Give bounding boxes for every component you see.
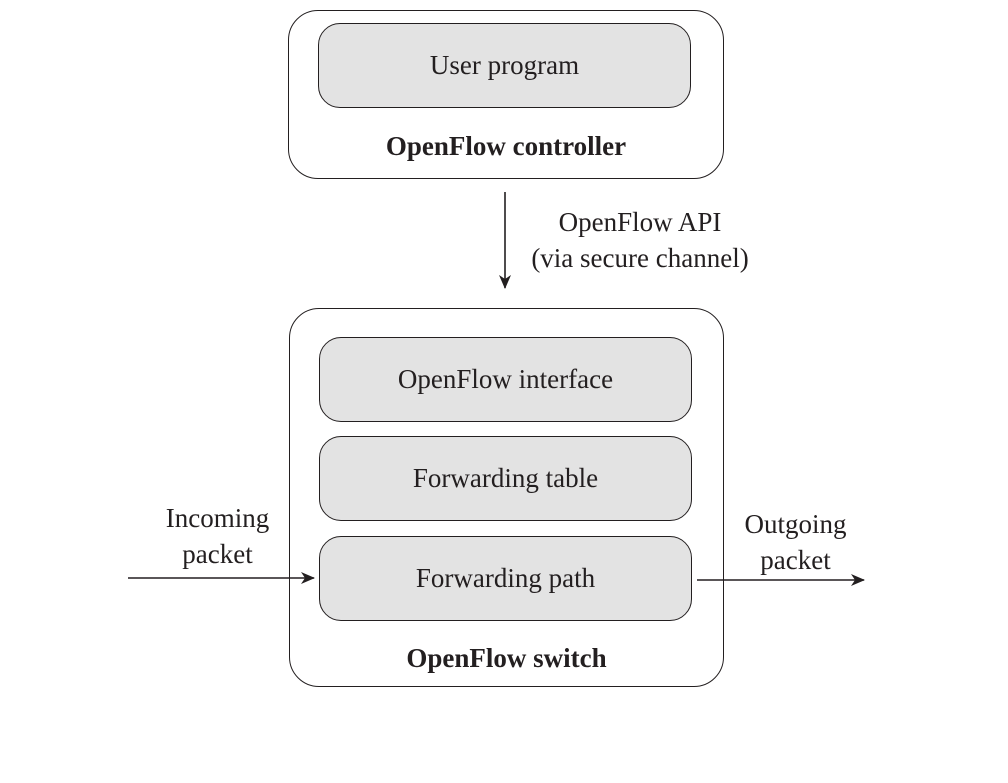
forwarding-table-label: Forwarding table — [412, 463, 599, 493]
outgoing-line1: Outgoing — [744, 509, 847, 539]
outgoing-line2: packet — [760, 545, 831, 575]
user-program-label: User program — [429, 50, 580, 80]
openflow-api-line2: (via secure channel) — [531, 243, 749, 273]
forwarding-table-box: Forwarding table — [319, 436, 692, 521]
openflow-api-line1: OpenFlow API — [558, 207, 722, 237]
openflow-api-label: OpenFlow API (via secure channel) — [510, 204, 770, 276]
openflow-switch-box: OpenFlow interface Forwarding table Forw… — [289, 308, 724, 687]
openflow-switch-title: OpenFlow switch — [406, 643, 607, 673]
incoming-line1: Incoming — [165, 503, 270, 533]
incoming-line2: packet — [182, 539, 253, 569]
openflow-interface-label: OpenFlow interface — [397, 364, 614, 394]
forwarding-path-box: Forwarding path — [319, 536, 692, 621]
user-program-box: User program — [318, 23, 691, 108]
openflow-interface-box: OpenFlow interface — [319, 337, 692, 422]
outgoing-packet-label: Outgoing packet — [718, 506, 873, 578]
forwarding-path-label: Forwarding path — [415, 563, 596, 593]
openflow-controller-title: OpenFlow controller — [385, 131, 627, 161]
openflow-controller-box: User program OpenFlow controller — [288, 10, 724, 179]
incoming-packet-label: Incoming packet — [140, 500, 295, 572]
